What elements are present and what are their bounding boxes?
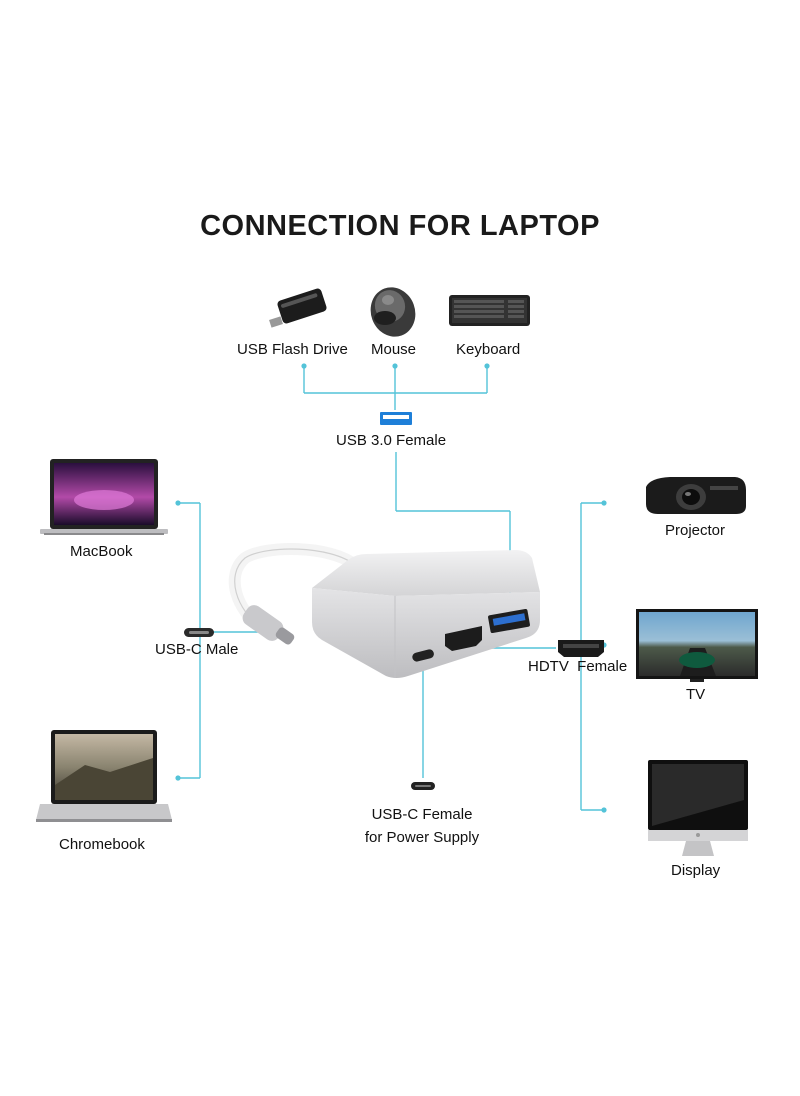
- hdtv-label: HDTV Female: [528, 658, 628, 675]
- diagram-title: CONNECTION FOR LAPTOP: [200, 210, 600, 242]
- usb-flash-drive-icon: [269, 288, 327, 328]
- usbc-male-icon: [184, 628, 214, 637]
- hub-usbc-port-icon: [412, 649, 434, 662]
- hdmi-port-icon: [558, 640, 604, 657]
- tv-label: TV: [686, 686, 706, 703]
- usbc-male-label: USB-C Male: [155, 641, 239, 658]
- hub-usb-port-icon: [488, 608, 530, 634]
- chromebook-icon: [36, 730, 172, 822]
- projector-label: Projector: [665, 522, 726, 539]
- keyboard-icon: [449, 295, 530, 326]
- usbc-female-label: USB-C Female: [371, 806, 473, 823]
- usb-flash-drive-label: USB Flash Drive: [237, 341, 348, 358]
- display-icon: [648, 760, 748, 856]
- display-label: Display: [671, 862, 721, 879]
- mouse-label: Mouse: [371, 341, 417, 358]
- keyboard-label: Keyboard: [456, 341, 521, 358]
- projector-icon: [646, 477, 746, 514]
- usbc-female-sublabel: for Power Supply: [364, 829, 480, 846]
- hub-hdmi-port-icon: [445, 626, 482, 651]
- usb-port-icon: [380, 412, 412, 425]
- macbook-label: MacBook: [70, 543, 133, 560]
- chromebook-label: Chromebook: [59, 836, 145, 853]
- cable-icon: [228, 542, 361, 645]
- macbook-icon: [40, 459, 168, 535]
- usbc-female-icon: [411, 782, 435, 790]
- usb-port-label: USB 3.0 Female: [336, 432, 447, 449]
- hub-body: [312, 550, 540, 678]
- tv-icon: [636, 609, 758, 682]
- mouse-icon: [370, 287, 416, 337]
